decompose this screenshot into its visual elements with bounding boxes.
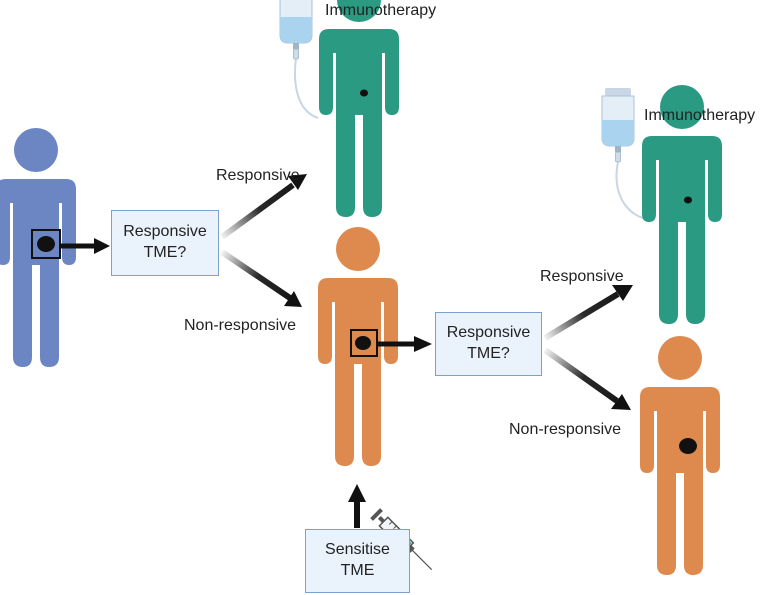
arrow-sensitise-up — [348, 484, 366, 528]
non-responsive-label-2: Non-responsive — [509, 421, 622, 438]
sensitise-box: Sensitise TME — [305, 529, 410, 593]
responsive-label-2: Responsive — [540, 268, 624, 285]
arrow-non-responsive-1 — [220, 249, 302, 307]
tme-check-text-1: Responsive TME? — [123, 223, 207, 261]
iv-drip-bag-icon — [601, 87, 635, 163]
tumor-icon — [37, 236, 55, 252]
non-responsive-label-1: Non-responsive — [184, 317, 297, 334]
tme-check-text-2: Responsive TME? — [446, 324, 531, 362]
responsive-label-1: Responsive — [216, 167, 300, 184]
sensitise-text: Sensitise TME — [325, 541, 390, 579]
arrow-responsive-2 — [543, 285, 633, 341]
arrow-responsive-1 — [220, 174, 307, 240]
patient-responsive-1 — [319, 0, 399, 217]
tumor-icon — [360, 89, 368, 97]
arrow-non-responsive-2 — [543, 347, 631, 410]
immunotherapy-label-2: Immunotherapy — [644, 107, 756, 124]
tumor-icon — [355, 336, 371, 350]
tumor-icon — [684, 196, 692, 204]
tumor-icon — [679, 438, 697, 454]
iv-tube-2 — [615, 161, 644, 219]
arrow-to-tme-check-2 — [377, 336, 432, 352]
tme-check-box-1: Responsive TME? — [111, 210, 219, 276]
arrow-to-tme-check-1 — [60, 238, 110, 254]
immunotherapy-label-1: Immunotherapy — [325, 2, 437, 19]
patient-non-responsive-2 — [640, 336, 720, 575]
iv-tube-1 — [294, 57, 319, 119]
iv-drip-bag-icon — [279, 0, 313, 60]
tme-check-box-2: Responsive TME? — [435, 312, 542, 376]
